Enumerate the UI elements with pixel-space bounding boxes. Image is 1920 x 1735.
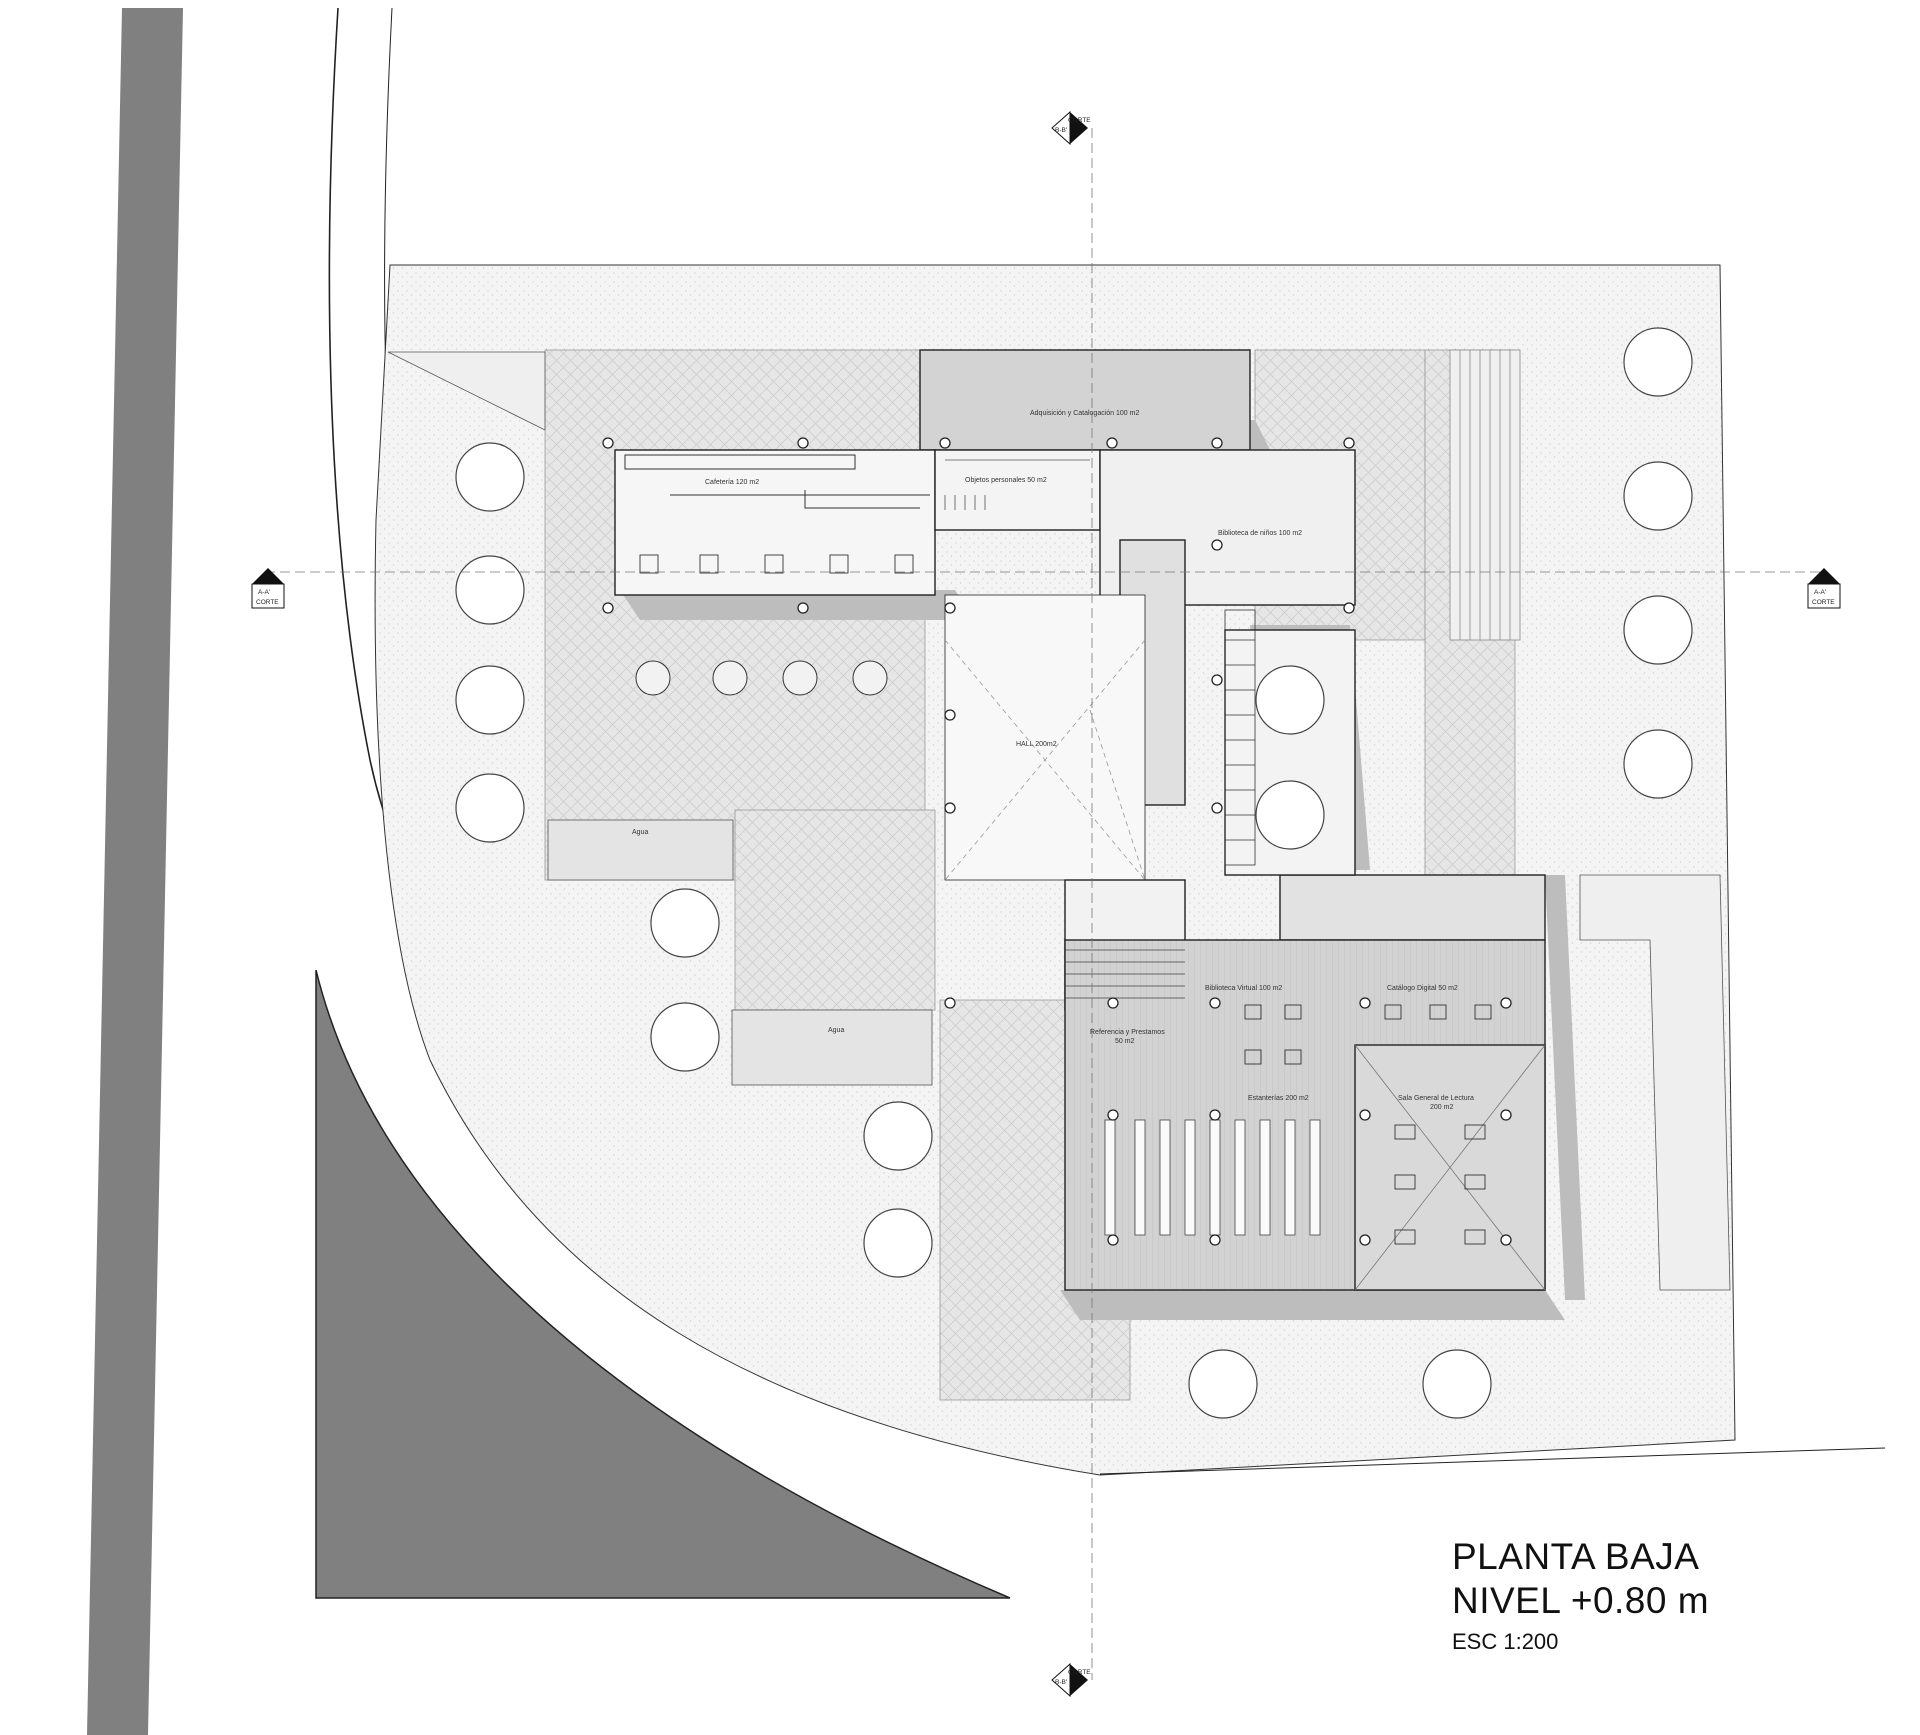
east-ramp xyxy=(1449,349,1731,1291)
section-a-west-word: CORTE xyxy=(256,599,279,606)
room-shelves: Estanterías 200 m2 xyxy=(1248,1095,1309,1102)
hall-diagonals xyxy=(944,639,1146,881)
room-cafeteria: Cafetería 120 m2 xyxy=(705,479,759,486)
room-hall: HALL 200m2 xyxy=(1016,741,1057,748)
east-core-block xyxy=(1279,874,1546,941)
shelves-rows xyxy=(1104,1119,1321,1236)
room-reference: Referencia y Prestamos xyxy=(1090,1029,1165,1036)
drawing-title-block: PLANTA BAJA NIVEL +0.80 m ESC 1:200 xyxy=(1452,1535,1709,1657)
structural-columns xyxy=(602,437,1512,1246)
room-acquisition: Adquisición y Catalogación 100 m2 xyxy=(1030,410,1139,417)
drawing-title: PLANTA BAJA xyxy=(1452,1536,1700,1577)
stairs-lines xyxy=(1065,949,1185,999)
north-west-ramp xyxy=(387,351,546,431)
lockers xyxy=(944,459,1090,510)
room-virtual-library: Biblioteca Virtual 100 m2 xyxy=(1205,985,1282,992)
room-reading: Sala General de Lectura xyxy=(1398,1095,1474,1102)
water-label-1: Agua xyxy=(632,829,648,836)
section-b-south-word: CORTE xyxy=(1068,1669,1091,1676)
section-b-north-word: CORTE xyxy=(1068,117,1091,124)
site-edge-line xyxy=(1099,1447,1886,1475)
cafeteria-counter xyxy=(624,454,930,509)
dark-triangle-plot xyxy=(315,969,1011,1599)
water-label-2: Agua xyxy=(828,1027,844,1034)
room-reading-area: 200 m2 xyxy=(1430,1104,1453,1111)
plaza-centre xyxy=(734,809,936,1011)
section-a-east-word: CORTE xyxy=(1812,599,1835,606)
cafeteria-block xyxy=(614,449,936,596)
hall-block xyxy=(944,594,1146,881)
section-marker-a-west: A-A' CORTE xyxy=(251,568,285,609)
section-marker-b-north: B-B' CORTE xyxy=(1051,110,1091,146)
site-trees xyxy=(455,327,1693,1419)
water-pool-2 xyxy=(731,1009,933,1086)
reading-tables xyxy=(1244,1004,1492,1245)
cafeteria-tables xyxy=(639,554,914,574)
water-pool-1 xyxy=(547,819,734,881)
section-marker-a-east: A-A' CORTE xyxy=(1807,568,1841,609)
room-reference-area: 50 m2 xyxy=(1115,1038,1135,1045)
gallery-ribs xyxy=(1224,609,1256,866)
drawing-level: NIVEL +0.80 m xyxy=(1452,1580,1710,1621)
plaza-umbrellas xyxy=(635,660,888,696)
section-b-north-code: B-B' xyxy=(1055,127,1067,134)
section-a-west-code: A-A' xyxy=(258,589,270,596)
reading-diagonals xyxy=(1354,1044,1546,1291)
lockers-block xyxy=(934,449,1101,531)
section-a-east-code: A-A' xyxy=(1814,589,1826,596)
section-marker-b-south: B-B' CORTE xyxy=(1051,1662,1091,1698)
room-kids-library: Biblioteca de niños 100 m2 xyxy=(1218,530,1302,537)
section-b-south-code: B-B' xyxy=(1055,1679,1067,1686)
room-lockers: Objetos personales 50 m2 xyxy=(965,477,1047,484)
road-strip xyxy=(87,8,183,1735)
room-digital-catalog: Catálogo Digital 50 m2 xyxy=(1387,985,1458,992)
section-axes xyxy=(265,128,1820,1680)
acquisition-block xyxy=(919,349,1251,451)
drawing-scale: ESC 1:200 xyxy=(1452,1629,1559,1654)
